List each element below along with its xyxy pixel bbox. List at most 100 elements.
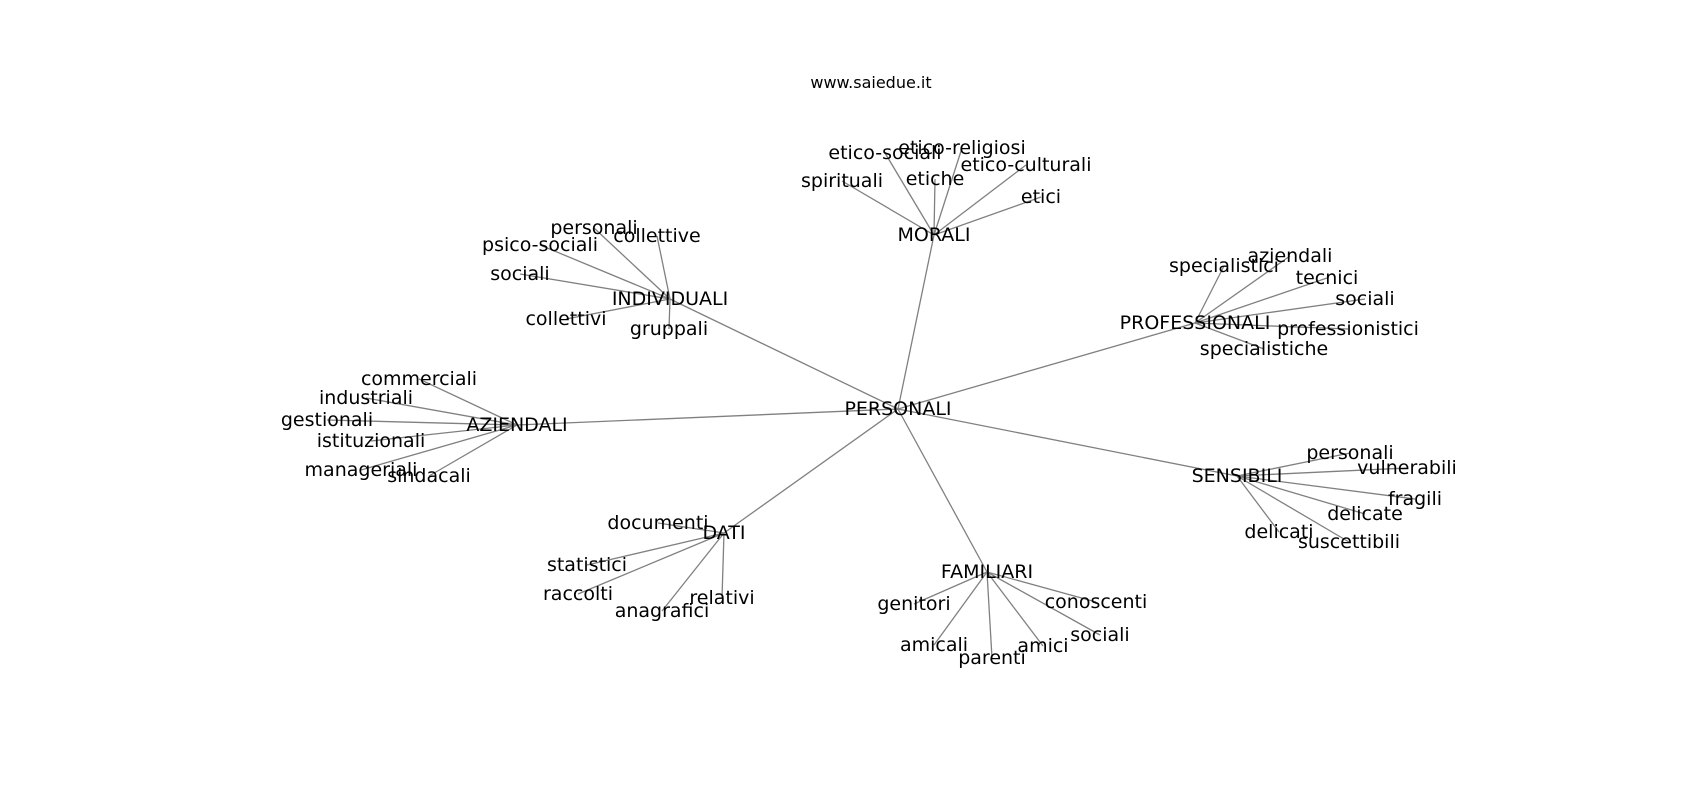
leaf-node-sensibili-1: vulnerabili bbox=[1357, 457, 1457, 479]
leaf-node-sensibili-4: delicati bbox=[1244, 521, 1313, 543]
leaf-node-individuali-0: personali bbox=[550, 217, 637, 239]
leaf-node-aziendali-0: commerciali bbox=[361, 368, 477, 390]
edge-root-individuali bbox=[669, 298, 899, 410]
leaf-node-dati-4: relativi bbox=[689, 587, 754, 609]
leaf-node-professionali-1: aziendali bbox=[1248, 245, 1333, 267]
leaf-node-individuali-3: sociali bbox=[490, 263, 549, 285]
leaf-node-familiari-1: conoscenti bbox=[1045, 591, 1148, 613]
leaf-node-aziendali-4: manageriali bbox=[305, 459, 418, 481]
leaf-node-morali-5: etici bbox=[1021, 186, 1061, 208]
edge-sensibili-4 bbox=[1236, 475, 1280, 533]
edge-individuali-0 bbox=[593, 227, 671, 300]
edge-familiari-2 bbox=[986, 571, 1101, 636]
edge-sensibili-1 bbox=[1236, 467, 1408, 477]
edge-individuali-4 bbox=[565, 298, 671, 320]
edge-morali-5 bbox=[933, 196, 1042, 236]
leaf-node-morali-1: etico-religiosi bbox=[898, 137, 1025, 159]
edge-root-familiari bbox=[897, 408, 988, 573]
edge-aziendali-3 bbox=[370, 424, 518, 442]
edge-professionali-1 bbox=[1194, 255, 1291, 324]
leaf-node-morali-2: etiche bbox=[906, 168, 965, 190]
hub-node-familiari: FAMILIARI bbox=[941, 561, 1033, 583]
edge-professionali-3 bbox=[1194, 298, 1366, 324]
hub-node-aziendali: AZIENDALI bbox=[466, 414, 567, 436]
edge-dati-1 bbox=[586, 532, 725, 566]
graph-edges bbox=[326, 147, 1416, 659]
leaf-node-individuali-4: collettivi bbox=[525, 308, 606, 330]
edge-individuali-1 bbox=[656, 235, 671, 300]
edge-aziendali-5 bbox=[428, 424, 518, 477]
leaf-node-professionali-3: sociali bbox=[1335, 288, 1394, 310]
leaf-node-familiari-4: amici bbox=[1017, 635, 1068, 657]
leaf-node-aziendali-5: sindacali bbox=[387, 465, 471, 487]
edge-sensibili-5 bbox=[1236, 475, 1350, 543]
edge-individuali-2 bbox=[539, 244, 671, 300]
edge-professionali-0 bbox=[1194, 265, 1225, 324]
leaf-node-morali-0: etico-sociali bbox=[828, 142, 941, 164]
leaf-node-dati-2: raccolti bbox=[543, 583, 613, 605]
edge-morali-2 bbox=[933, 178, 936, 236]
leaf-node-individuali-5: gruppali bbox=[630, 318, 708, 340]
leaf-node-sensibili-3: delicate bbox=[1327, 503, 1403, 525]
edge-dati-4 bbox=[721, 532, 725, 599]
edge-dati-0 bbox=[657, 522, 725, 534]
edge-morali-3 bbox=[933, 164, 1027, 236]
leaf-node-professionali-0: specialistici bbox=[1169, 255, 1279, 277]
leaf-node-morali-3: etico-culturali bbox=[961, 154, 1092, 176]
site-title: www.saiedue.it bbox=[810, 73, 931, 92]
leaf-node-morali-4: spirituali bbox=[801, 170, 883, 192]
edge-morali-4 bbox=[841, 180, 935, 236]
edge-morali-1 bbox=[933, 147, 963, 236]
leaf-node-sensibili-0: personali bbox=[1306, 442, 1393, 464]
leaf-node-professionali-4: professionistici bbox=[1277, 318, 1419, 340]
edge-professionali-2 bbox=[1194, 277, 1328, 324]
edge-root-professionali bbox=[897, 322, 1196, 410]
leaf-node-aziendali-1: industriali bbox=[319, 387, 413, 409]
graph-labels: PERSONALI MORALI etico-socialietico-religi… bbox=[281, 137, 1457, 669]
leaf-node-professionali-5: specialistiche bbox=[1200, 338, 1328, 360]
hub-node-morali: MORALI bbox=[898, 224, 971, 246]
edge-individuali-5 bbox=[668, 298, 671, 330]
leaf-node-familiari-3: amicali bbox=[900, 634, 968, 656]
edge-root-aziendali bbox=[516, 408, 899, 426]
edge-sensibili-2 bbox=[1236, 475, 1416, 500]
leaf-node-dati-1: statistici bbox=[547, 554, 627, 576]
edge-aziendali-1 bbox=[365, 397, 518, 426]
edge-root-morali bbox=[897, 234, 935, 410]
edge-familiari-0 bbox=[913, 571, 988, 605]
hub-node-professionali: PROFESSIONALI bbox=[1120, 312, 1271, 334]
edge-sensibili-0 bbox=[1236, 452, 1351, 477]
edge-aziendali-2 bbox=[326, 419, 518, 426]
edge-root-dati bbox=[723, 408, 899, 534]
edge-sensibili-3 bbox=[1236, 475, 1366, 515]
edge-professionali-5 bbox=[1194, 322, 1265, 350]
root-node-label: PERSONALI bbox=[844, 398, 951, 420]
leaf-node-sensibili-5: suscettibili bbox=[1298, 531, 1400, 553]
edge-individuali-3 bbox=[519, 273, 671, 300]
leaf-node-aziendali-2: gestionali bbox=[281, 409, 373, 431]
leaf-node-professionali-2: tecnici bbox=[1296, 267, 1359, 289]
leaf-node-aziendali-3: istituzionali bbox=[317, 430, 426, 452]
leaf-node-familiari-5: parenti bbox=[958, 647, 1026, 669]
leaf-node-familiari-2: sociali bbox=[1070, 624, 1129, 646]
leaf-node-sensibili-2: fragili bbox=[1388, 488, 1442, 510]
edge-aziendali-0 bbox=[418, 378, 518, 426]
edge-root-sensibili bbox=[897, 408, 1238, 477]
hub-node-sensibili: SENSIBILI bbox=[1192, 465, 1283, 487]
leaf-node-individuali-2: psico-sociali bbox=[482, 234, 598, 256]
edge-familiari-5 bbox=[986, 571, 993, 659]
leaf-node-individuali-1: collettive bbox=[613, 225, 700, 247]
edge-professionali-4 bbox=[1194, 322, 1349, 330]
edge-familiari-3 bbox=[933, 571, 988, 646]
hub-node-individuali: INDIVIDUALI bbox=[612, 288, 728, 310]
edge-morali-0 bbox=[884, 152, 935, 236]
edge-dati-3 bbox=[661, 532, 725, 612]
edge-familiari-1 bbox=[986, 571, 1097, 603]
edge-aziendali-4 bbox=[360, 424, 518, 471]
hub-node-dati: DATI bbox=[702, 522, 745, 544]
edge-dati-2 bbox=[577, 532, 725, 595]
leaf-node-familiari-0: genitori bbox=[877, 593, 950, 615]
leaf-node-dati-3: anagrafici bbox=[615, 600, 710, 622]
edge-familiari-4 bbox=[986, 571, 1044, 647]
